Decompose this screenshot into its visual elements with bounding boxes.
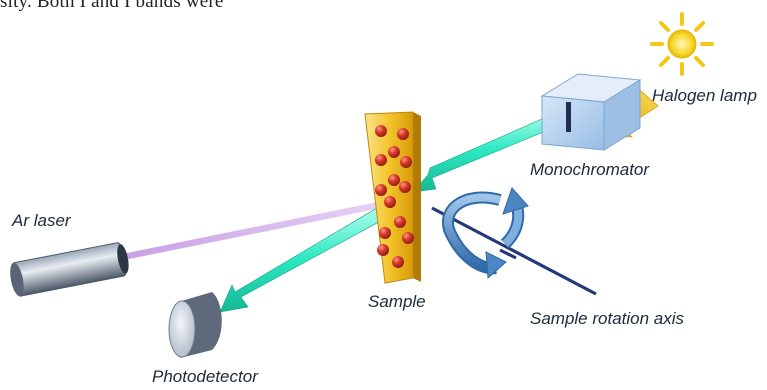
particle: [402, 232, 414, 244]
monochromator-box: [540, 73, 642, 151]
particle: [379, 227, 391, 239]
particle: [397, 128, 409, 140]
rotation-axis-front: [499, 248, 517, 260]
photodetector-body: [168, 292, 222, 358]
laser-beam: [122, 199, 396, 260]
ar-laser-label: Ar laser: [12, 211, 71, 230]
monochromator-label: Monochromator: [530, 160, 650, 179]
particle: [388, 146, 400, 158]
sun-icon: [650, 12, 714, 76]
rotation-arrow-icon: [442, 187, 529, 280]
particle: [392, 256, 404, 268]
particle: [375, 154, 387, 166]
sample-particles: [375, 125, 414, 268]
detector-beam-arrow: [219, 204, 389, 313]
particle: [375, 125, 387, 137]
particle: [388, 174, 400, 186]
sample-label: Sample: [368, 292, 426, 311]
photodetector-label: Photodetector: [152, 367, 258, 386]
particle: [394, 216, 406, 228]
particle: [400, 156, 412, 168]
particle: [375, 184, 387, 196]
particle: [384, 196, 396, 208]
particle: [399, 181, 411, 193]
halogen-lamp-label: Halogen lamp: [652, 86, 757, 105]
rotation-axis-line: [431, 206, 597, 296]
page-text-fragment: sity. Both I and I bands were: [0, 0, 224, 12]
particle: [377, 244, 389, 256]
sample-rotation-axis-label: Sample rotation axis: [530, 309, 685, 328]
ar-laser-body: [10, 242, 129, 297]
